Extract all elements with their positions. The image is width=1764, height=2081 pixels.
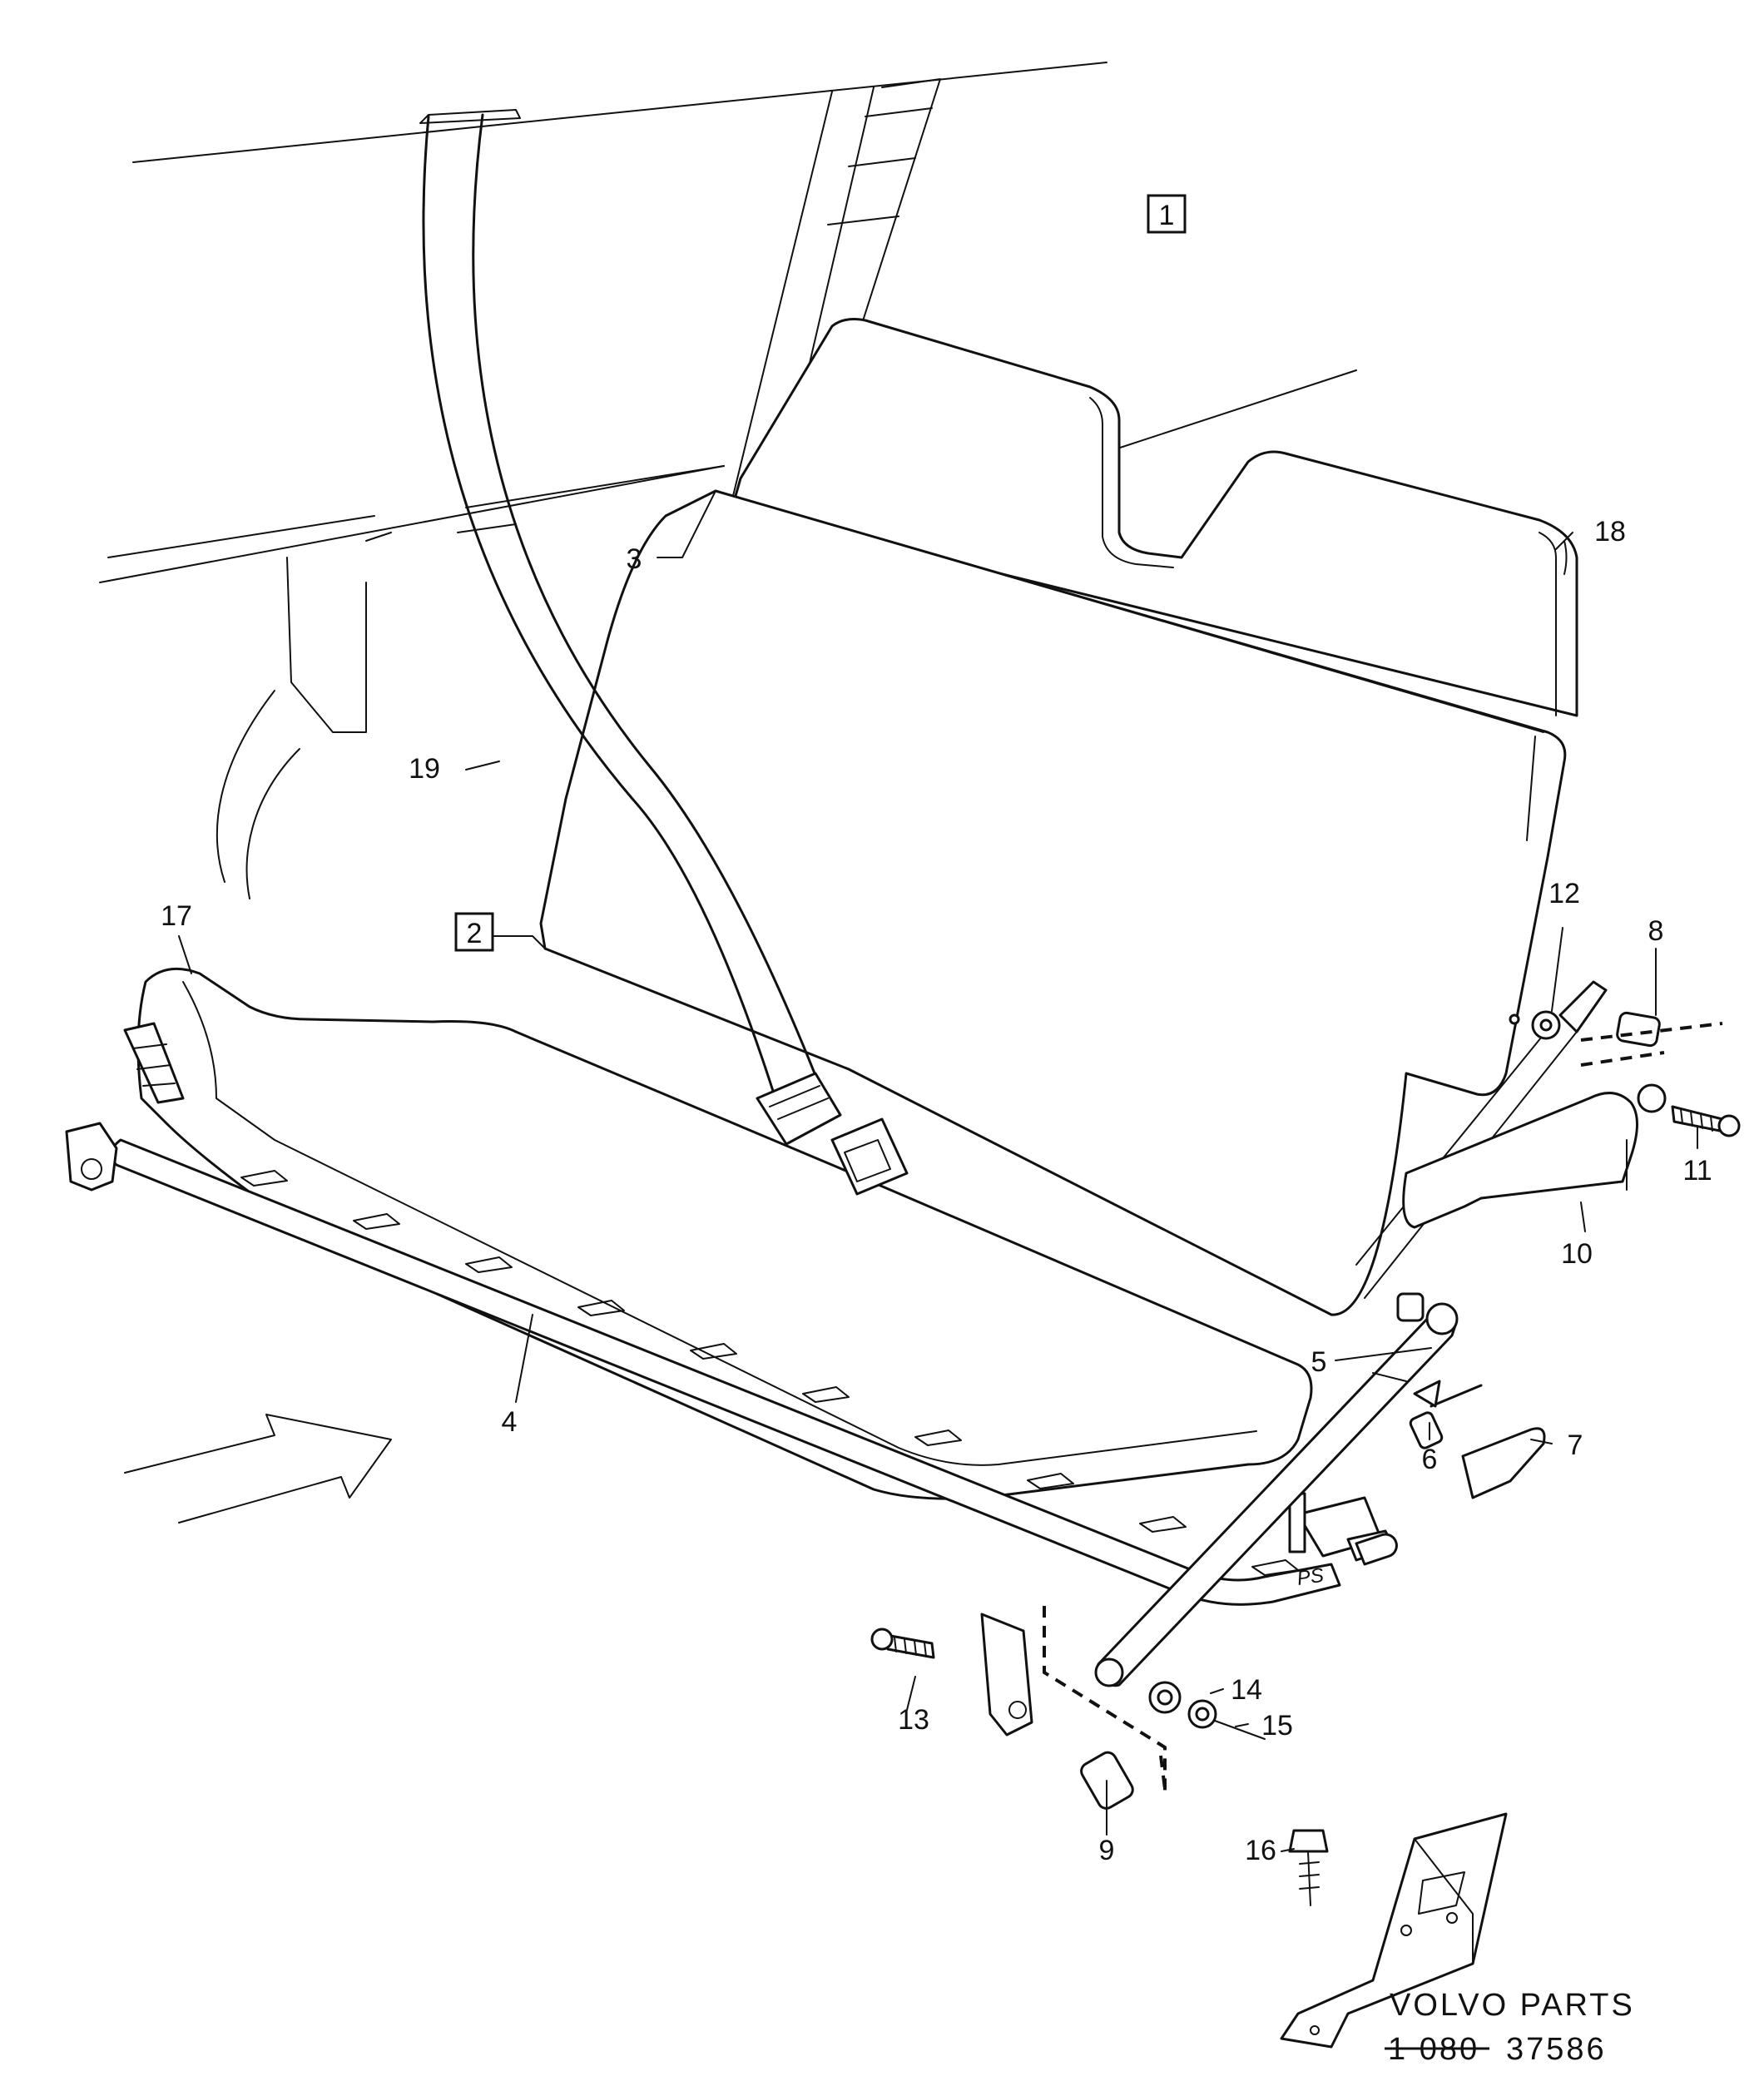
seat-belt <box>422 113 909 1196</box>
hinge-parts <box>870 980 1741 1810</box>
footer-block: VOLVO PARTS 1 080 37586 <box>1385 1988 1635 2067</box>
callout-14: 14 <box>1231 1674 1262 1706</box>
frame-vent <box>1027 1473 1074 1489</box>
callout-19: 19 <box>409 753 440 785</box>
callout-9: 9 <box>1099 1835 1115 1866</box>
callout-1: 1 <box>1159 200 1175 231</box>
callout-5: 5 <box>1311 1346 1327 1378</box>
frame-vent <box>465 1256 513 1273</box>
callout-15: 15 <box>1261 1710 1293 1742</box>
callout-11: 11 <box>1682 1155 1712 1187</box>
frame-vent <box>690 1343 737 1360</box>
callout-labels: 1 2 3 4 5 6 7 8 9 10 11 12 13 14 15 16 1… <box>161 194 1712 1866</box>
seat-frame-rail <box>65 1122 1398 1737</box>
callout-10: 10 <box>1561 1238 1593 1270</box>
callout-3: 3 <box>627 543 642 575</box>
seat-cushion <box>123 967 1313 1500</box>
callout-6: 6 <box>1422 1444 1438 1475</box>
direction-arrow <box>124 1414 392 1524</box>
callout-12: 12 <box>1548 878 1580 909</box>
frame-vent <box>577 1300 625 1316</box>
frame-vent <box>914 1429 962 1446</box>
callout-16: 16 <box>1245 1835 1276 1866</box>
callout-17: 17 <box>161 900 192 932</box>
callout-1-box: 1 <box>1147 194 1187 234</box>
frame-vent <box>240 1170 288 1187</box>
footer-brand: VOLVO PARTS <box>1390 1988 1635 2023</box>
callout-18: 18 <box>1594 516 1626 548</box>
callout-4: 4 <box>502 1406 518 1438</box>
leader-lines <box>178 490 1698 1852</box>
frame-vent <box>802 1386 850 1403</box>
callout-2: 2 <box>467 918 483 949</box>
seat-backrest <box>539 318 1578 1316</box>
footer-code: 37586 <box>1506 2032 1607 2067</box>
bracket-detail <box>1280 1812 1508 2049</box>
callout-7: 7 <box>1568 1429 1583 1461</box>
artist-initials: PS <box>1296 1564 1325 1590</box>
callout-13: 13 <box>898 1704 929 1736</box>
callout-8: 8 <box>1648 915 1664 947</box>
callout-2-box: 2 <box>454 912 494 952</box>
frame-vent <box>353 1213 400 1230</box>
frame-vent <box>1251 1559 1299 1576</box>
frame-vent <box>1139 1516 1187 1533</box>
